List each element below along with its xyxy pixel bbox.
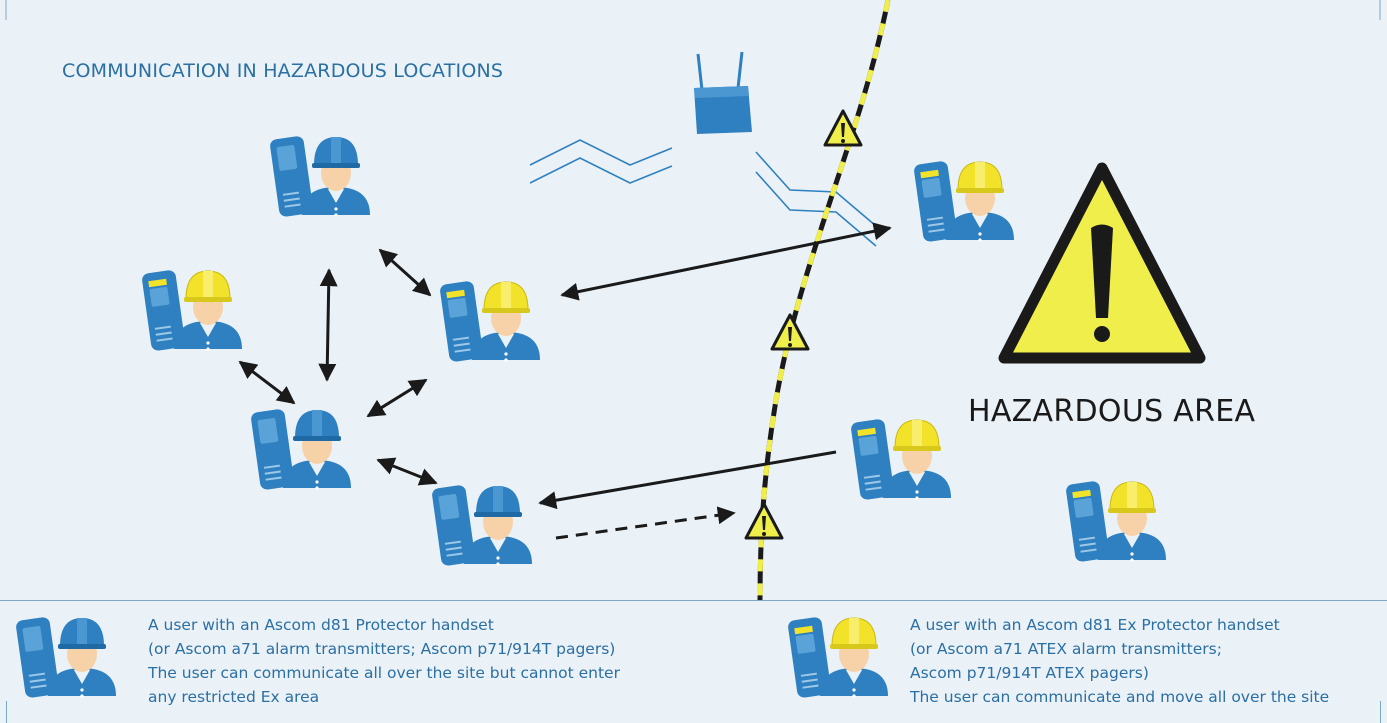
diagram-canvas <box>5 0 1381 600</box>
arrow-center <box>366 378 428 418</box>
legend-worker-blue-helmet-icon <box>14 615 117 700</box>
warning-triangle-icon <box>744 502 784 540</box>
arrow-left-bottom <box>238 360 296 405</box>
hazard-area-label: HAZARDOUS AREA <box>968 394 1256 429</box>
arrow-from-ex-worker <box>538 450 837 510</box>
arrow-blocked-entry <box>555 506 736 540</box>
page-title: COMMUNICATION IN HAZARDOUS LOCATIONS <box>62 60 504 82</box>
worker-yellow-helmet-icon <box>1064 479 1167 564</box>
worker-yellow-helmet-icon <box>849 417 952 502</box>
legend-standard-line-1: A user with an Ascom d81 Protector hands… <box>148 616 494 634</box>
wireless-signal-icon-right <box>755 151 877 247</box>
legend-ex-line-3: Ascom p71/914T ATEX pagers) <box>910 664 1149 682</box>
frame-tick-bottom-left <box>6 701 7 723</box>
legend-standard-line-4: any restricted Ex area <box>148 688 320 706</box>
frame-tick-bottom-right <box>1380 701 1381 723</box>
legend-ex-line-1: A user with an Ascom d81 Ex Protector ha… <box>910 616 1280 634</box>
legend-standard-text: A user with an Ascom d81 Protector hands… <box>148 613 620 709</box>
worker-blue-helmet-icon <box>268 134 371 219</box>
legend-standard-line-3: The user can communicate all over the si… <box>148 664 620 682</box>
legend-worker-yellow-helmet-icon <box>786 615 889 700</box>
arrow-top-right <box>378 248 432 297</box>
worker-yellow-helmet-icon <box>438 279 541 364</box>
legend: A user with an Ascom d81 Protector hands… <box>0 600 1387 723</box>
legend-ex-text: A user with an Ascom d81 Ex Protector ha… <box>910 613 1329 709</box>
arrow-vertical <box>318 268 338 382</box>
arrow-bottom <box>376 457 438 486</box>
warning-triangle-icon <box>770 313 810 351</box>
arrow-to-hazard-worker <box>560 222 892 301</box>
worker-yellow-helmet-icon <box>140 268 243 353</box>
access-point-icon <box>694 51 752 134</box>
worker-blue-helmet-icon <box>430 483 533 568</box>
legend-standard-line-2: (or Ascom a71 alarm transmitters; Ascom … <box>148 640 616 658</box>
legend-ex-line-4: The user can communicate and move all ov… <box>910 688 1330 706</box>
hazard-warning-sign-icon <box>998 162 1206 364</box>
hazard-boundary-line <box>757 0 891 600</box>
connection-arrows <box>238 222 892 540</box>
wireless-signal-icon <box>529 139 673 184</box>
legend-ex-line-2: (or Ascom a71 ATEX alarm transmitters; <box>910 640 1222 658</box>
worker-blue-helmet-icon <box>249 407 352 492</box>
worker-yellow-helmet-icon <box>912 159 1015 244</box>
